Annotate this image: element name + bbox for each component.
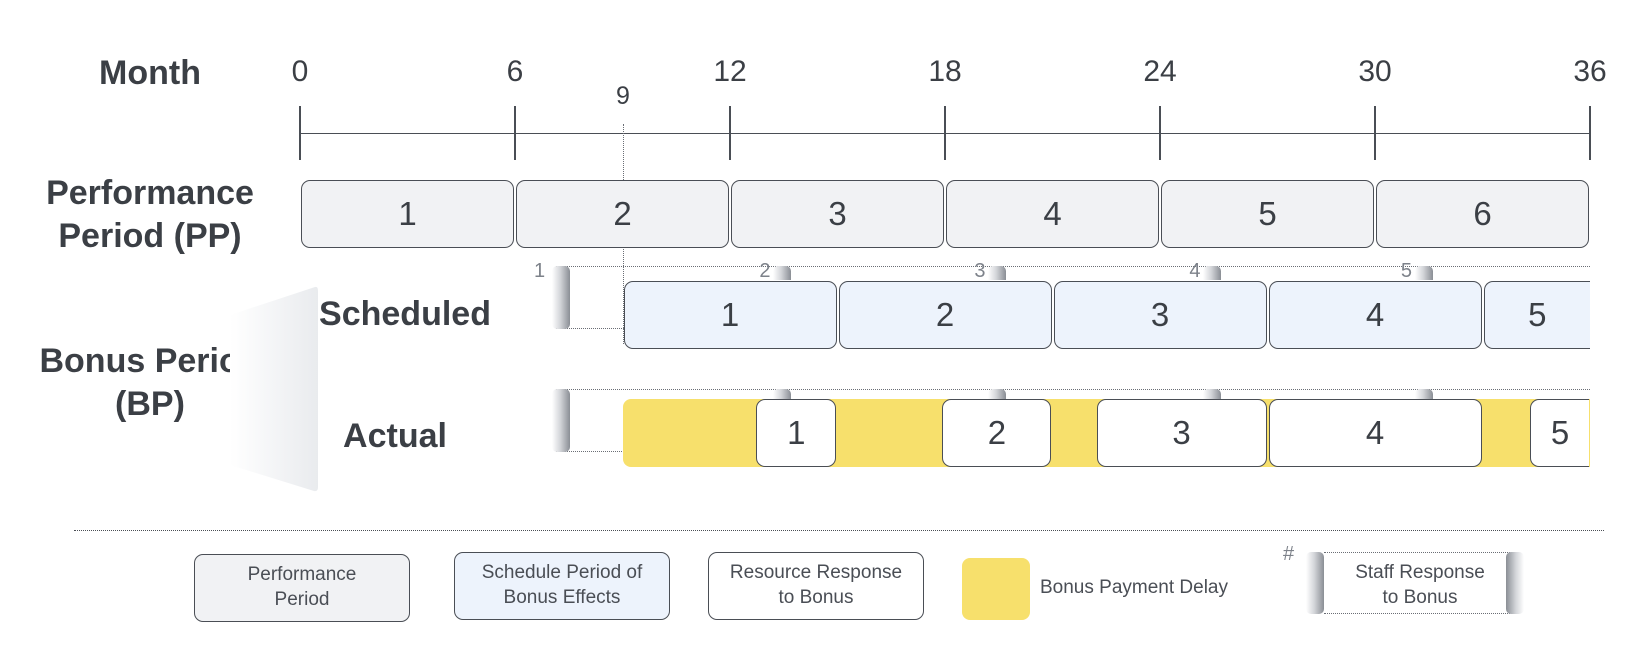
staff-response-marker-actual-2	[773, 389, 792, 399]
staff-response-number-1: 1	[534, 260, 546, 282]
month-tick-label-6: 6	[506, 55, 524, 88]
month-tick-label-24: 24	[1143, 55, 1177, 88]
performance-period-box-2: 2	[516, 180, 729, 248]
scheduled-bonus-box-4: 4	[1268, 281, 1482, 349]
staff-response-marker-scheduled-4	[1203, 266, 1222, 280]
scheduled-row-label: Scheduled	[319, 295, 491, 333]
bonus-period-bracket	[230, 286, 318, 492]
scheduled-bonus-box-1: 1	[623, 281, 837, 349]
performance-period-box-1: 1	[301, 180, 514, 248]
actual-guide-bottom	[556, 451, 626, 452]
scheduled-bonus-box-2: 2	[838, 281, 1052, 349]
legend-bonus-payment-delay-swatch	[962, 558, 1030, 620]
staff-response-marker-scheduled-5	[1414, 266, 1433, 280]
legend-staff-response-bar-left	[1306, 552, 1324, 614]
month-tick-label-36: 36	[1573, 55, 1607, 88]
performance-period-row-label: Performance Period (PP)	[46, 174, 254, 255]
staff-response-marker-actual-5	[1414, 389, 1433, 399]
performance-period-box-6: 6	[1376, 180, 1589, 248]
actual-guide-top	[556, 389, 1590, 390]
scheduled-guide-top	[556, 266, 1590, 267]
scheduled-bonus-box-3: 3	[1053, 281, 1267, 349]
month-tick-18	[944, 106, 946, 160]
legend-performance-period-label: Performance Period	[247, 564, 357, 610]
legend-staff-response-symbol: #	[1283, 543, 1295, 565]
legend-staff-response-label: Staff Response to Bonus	[1355, 562, 1485, 608]
staff-response-marker-actual-4	[1203, 389, 1222, 399]
month-tick-label-0: 0	[291, 55, 309, 88]
actual-bonus-box-5: 5	[1530, 399, 1589, 467]
month-9-marker-label: 9	[616, 82, 630, 110]
actual-bonus-box-4: 4	[1268, 399, 1482, 467]
scheduled-guide-bottom	[556, 328, 626, 329]
performance-period-box-4: 4	[946, 180, 1159, 248]
month-tick-30	[1374, 106, 1376, 160]
month-tick-label-30: 30	[1358, 55, 1392, 88]
staff-response-marker-scheduled-2	[773, 266, 792, 280]
legend-separator	[74, 530, 1604, 531]
staff-response-number-5: 5	[1400, 260, 1412, 282]
month-tick-36	[1589, 106, 1591, 160]
legend-bonus-payment-delay-label: Bonus Payment Delay	[1040, 577, 1228, 598]
actual-bonus-box-1: 1	[756, 399, 837, 467]
legend-schedule-period-swatch: Schedule Period of Bonus Effects	[454, 552, 670, 620]
legend-resource-response-label: Resource Response to Bonus	[729, 562, 903, 608]
staff-response-number-4: 4	[1189, 260, 1201, 282]
staff-response-marker-actual-1	[552, 389, 570, 452]
month-tick-0	[299, 106, 301, 160]
month-tick-12	[729, 106, 731, 160]
staff-response-marker-scheduled-1	[552, 266, 570, 329]
staff-response-marker-scheduled-3	[988, 266, 1007, 280]
legend-staff-response-dotted-frame	[1324, 552, 1516, 614]
month-tick-label-12: 12	[713, 55, 747, 88]
actual-bonus-box-3: 3	[1096, 399, 1267, 467]
performance-period-box-3: 3	[731, 180, 944, 248]
actual-bonus-box-2: 2	[942, 399, 1052, 467]
actual-row-label: Actual	[343, 417, 447, 455]
staff-response-number-3: 3	[974, 260, 986, 282]
staff-response-marker-actual-3	[988, 389, 1007, 399]
staff-response-number-2: 2	[759, 260, 771, 282]
month-axis-label: Month	[99, 54, 201, 92]
legend-resource-response-swatch: Resource Response to Bonus	[708, 552, 924, 620]
legend-schedule-period-label: Schedule Period of Bonus Effects	[481, 562, 643, 608]
legend-performance-period-swatch: Performance Period	[194, 554, 410, 622]
month-tick-label-18: 18	[928, 55, 962, 88]
performance-period-box-5: 5	[1161, 180, 1374, 248]
month-tick-6	[514, 106, 516, 160]
month-tick-24	[1159, 106, 1161, 160]
scheduled-bonus-box-5: 5	[1483, 281, 1590, 349]
